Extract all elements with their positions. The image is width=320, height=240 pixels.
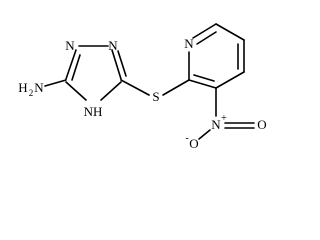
bond-nitro-n-o-left: [198, 129, 211, 140]
bond-c3-c2-double: [193, 74, 215, 82]
bond-c3-n1-double: [71, 54, 81, 81]
atom-nitro-plus: +: [221, 113, 227, 124]
bond-c5-n4: [100, 81, 122, 101]
atom-nitro-o-right: O: [257, 117, 266, 132]
bond-n4-c3: [65, 81, 87, 101]
bond-c3-c2: [188, 79, 217, 89]
atom-nitro-o-minus: -: [185, 133, 188, 144]
molecule-structure: N N NH H 2 N S N N + O - O: [18, 23, 267, 151]
atom-nh2-subscript: 2: [29, 88, 34, 98]
bond-n1py-c6: [192, 23, 217, 39]
bond-c4-c3: [215, 71, 245, 89]
bond-c6-c5: [215, 23, 245, 41]
bond-n1py-c6-double: [196, 31, 217, 45]
bond-n2-c5-double: [117, 50, 127, 77]
bond-c5-s: [120, 79, 150, 96]
atom-nh-triazole: NH: [84, 104, 103, 119]
bond-c3-nh2: [44, 79, 67, 87]
atom-n-triazole-left: N: [65, 38, 75, 53]
triazole-ring: [65, 45, 127, 101]
atom-nitro-o-left: O: [189, 136, 198, 151]
atom-nh2-n: N: [34, 80, 44, 95]
bond-s-c2py: [162, 79, 190, 96]
atom-n-triazole-right: N: [108, 38, 118, 53]
atom-sulfur: S: [152, 89, 159, 104]
pyridine-ring: [188, 23, 245, 89]
molecule-canvas: N N NH H 2 N S N N + O - O: [18, 23, 267, 151]
bond-c3-n1: [65, 49, 77, 80]
atom-nitro-n: N: [211, 117, 221, 132]
atom-nh2-h: H: [18, 80, 27, 95]
bond-n2-c5: [111, 49, 122, 80]
atom-n-pyridine: N: [184, 36, 194, 51]
